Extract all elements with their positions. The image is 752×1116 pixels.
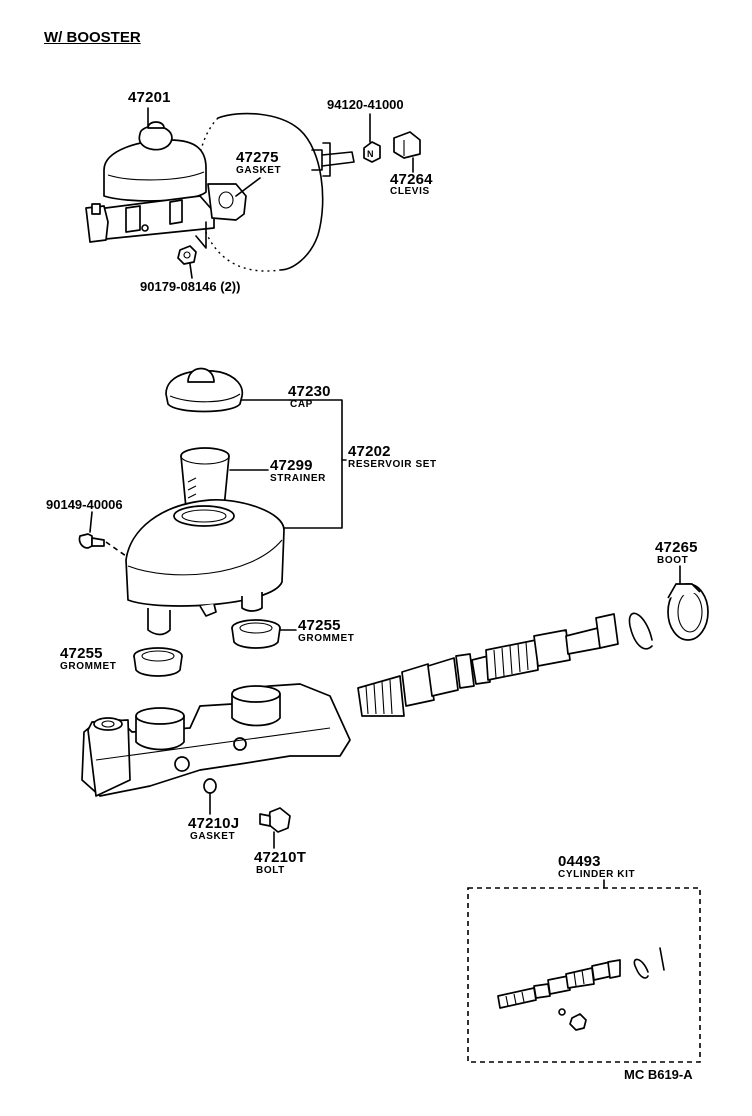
part-number-47299: 47299	[270, 457, 313, 474]
part-name-gasket-47210j: GASKET	[190, 831, 236, 842]
grommet-47255-lower	[133, 647, 183, 677]
reservoir-set-bracket	[283, 399, 347, 529]
part-number-47255-lower: 47255	[60, 645, 103, 662]
part-name-clevis: CLEVIS	[390, 186, 430, 197]
part-number-47275: 47275	[236, 149, 279, 166]
part-name-cylinder-kit: CYLINDER KIT	[558, 869, 636, 880]
part-number-90179-08146: 90179-08146 (2))	[140, 279, 241, 294]
part-number-47264: 47264	[390, 171, 433, 188]
part-number-47201: 47201	[128, 89, 171, 106]
gasket-47210j	[203, 778, 217, 794]
clevis-47264	[393, 131, 421, 159]
part-name-bolt: BOLT	[256, 865, 285, 876]
part-number-47265: 47265	[655, 539, 698, 556]
nut-90179-08146	[177, 245, 197, 265]
reservoir-cap-47230	[165, 367, 244, 413]
part-name-boot: BOOT	[657, 555, 689, 566]
part-name-reservoir-set: RESERVOIR SET	[348, 459, 437, 470]
part-name-grommet-lower: GROMMET	[60, 661, 117, 672]
piston-assembly	[357, 613, 619, 717]
screw-90149-40006	[78, 511, 127, 557]
svg-text:N: N	[367, 149, 374, 159]
snap-ring	[628, 612, 653, 650]
part-number-90149-40006: 90149-40006	[46, 497, 123, 512]
footer-code: MC B619-A	[624, 1067, 693, 1082]
nut-94120-41000: N	[363, 141, 381, 163]
part-number-47202: 47202	[348, 443, 391, 460]
master-cylinder-body	[81, 683, 351, 797]
part-number-47210j: 47210J	[188, 815, 240, 832]
part-number-47230: 47230	[288, 383, 331, 400]
bolt-47210t	[259, 807, 291, 833]
diagram-title: W/ BOOSTER	[44, 29, 141, 46]
part-name-cap: CAP	[290, 399, 313, 410]
grommet-47255-upper	[231, 619, 281, 649]
part-number-47255-upper: 47255	[298, 617, 341, 634]
part-number-47210t: 47210T	[254, 849, 307, 866]
boot-47265	[667, 583, 709, 641]
booster-body	[196, 112, 355, 272]
master-cylinder-small	[85, 121, 247, 249]
part-number-94120-41000: 94120-41000	[327, 97, 404, 112]
part-number-04493: 04493	[558, 853, 601, 870]
strainer-47299	[180, 447, 230, 509]
cylinder-kit-box	[467, 879, 701, 1063]
part-name-grommet-upper: GROMMET	[298, 633, 355, 644]
reservoir-tank	[125, 499, 285, 636]
brake-booster-assembly: N	[85, 107, 421, 279]
part-name-strainer: STRAINER	[270, 473, 326, 484]
part-name-gasket-47275: GASKET	[236, 165, 282, 176]
